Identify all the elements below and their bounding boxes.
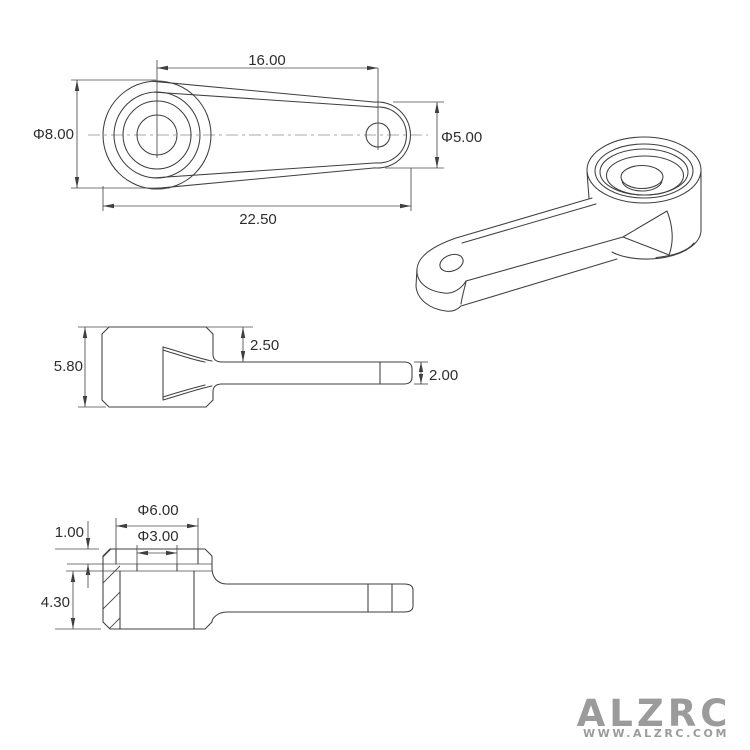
iso-tip-front-wall — [460, 281, 467, 305]
isometric-view — [415, 136, 702, 312]
upper-inner-tangent — [153, 91, 377, 108]
side-web-taper-bottom-inner — [162, 384, 206, 398]
hub-center-hole — [136, 114, 178, 156]
tip-outer-arc — [374, 101, 411, 169]
brand-wordmark: ALZRC — [577, 692, 732, 735]
arrowhead — [82, 327, 88, 338]
arrowhead — [137, 550, 148, 556]
lower-outer-tangent — [151, 167, 376, 190]
dim-center-distance: 16.00 — [248, 52, 286, 69]
side-view: 5.80 2.50 2.00 — [54, 326, 458, 408]
arrowhead — [434, 102, 440, 113]
arrowhead — [434, 157, 440, 168]
arrowhead — [367, 65, 378, 71]
iso-arm-chamfer-edge — [461, 203, 597, 244]
arrowhead — [85, 564, 91, 575]
side-web-taper-bottom — [162, 385, 213, 401]
section-outline — [102, 548, 414, 630]
arrowhead — [103, 203, 114, 209]
iso-arm-upper-edge — [455, 197, 593, 239]
arrowhead — [400, 203, 411, 209]
dim-counterbore-depth: 1.00 — [55, 524, 84, 541]
arrowhead — [116, 523, 127, 529]
iso-hub-rim-outer — [586, 136, 702, 204]
arrowhead — [82, 396, 88, 407]
iso-hub-left-side — [586, 171, 590, 199]
iso-hub-bottom-arc — [611, 230, 702, 260]
section-view: Φ6.00 Φ3.00 1.00 4.30 — [41, 502, 414, 630]
arrowhead — [166, 550, 177, 556]
dim-end-diameter: Φ5.00 — [441, 129, 482, 146]
dim-hub-diameter: Φ8.00 — [33, 126, 74, 143]
brand-website: WWW.ALZRC.COM — [583, 727, 729, 740]
arrowhead — [240, 351, 246, 362]
hub-outer-circle — [102, 80, 212, 190]
hub-counterbore-circle — [122, 100, 192, 170]
arrowhead — [240, 327, 246, 338]
arrowhead — [74, 80, 80, 91]
arrowhead — [418, 374, 424, 384]
side-web-taper-top — [162, 346, 213, 362]
iso-hub-bottom-inner-arc — [655, 242, 695, 259]
top-view: 16.00 22.50 Φ8.00 Φ5.00 — [33, 52, 482, 228]
dim-hub-height: 5.80 — [54, 358, 83, 375]
side-web-taper-top-inner — [162, 349, 206, 363]
arrowhead — [157, 65, 168, 71]
section-hatching — [103, 549, 413, 629]
arrowhead — [418, 362, 424, 372]
iso-hole-depth-arc — [621, 179, 663, 192]
dim-cavity-depth: 4.30 — [41, 594, 70, 611]
upper-outer-tangent — [151, 80, 376, 103]
iso-hub-rim-inner — [594, 143, 694, 199]
dim-arm-thickness: 2.00 — [429, 367, 458, 384]
iso-tip-hole — [439, 253, 464, 273]
dim-hole-diameter: Φ3.00 — [137, 528, 178, 545]
side-outline — [101, 326, 413, 408]
iso-tip-top-arc — [416, 237, 467, 294]
brand-logo: ALZRC WWW.ALZRC.COM — [577, 692, 732, 740]
arrowhead — [70, 618, 76, 629]
iso-center-hole — [620, 164, 664, 190]
arrowhead — [70, 571, 76, 582]
iso-counterbore-floor — [605, 155, 685, 196]
arrowhead — [187, 523, 198, 529]
dim-top-to-arm: 2.50 — [250, 337, 279, 354]
tip-inner-arc — [375, 106, 407, 164]
iso-arm-bottom-edge — [460, 258, 618, 307]
iso-tip-bottom-arc — [415, 285, 462, 312]
iso-tip-left-wall — [415, 268, 418, 287]
arrowhead — [85, 538, 91, 549]
iso-gusset — [622, 210, 673, 256]
dim-counterbore-diameter: Φ6.00 — [137, 502, 178, 519]
iso-arm-lower-edge — [465, 236, 624, 282]
tip-hole — [365, 122, 391, 148]
lower-inner-tangent — [153, 162, 377, 179]
dim-overall-length: 22.50 — [239, 211, 277, 228]
arrowhead — [74, 177, 80, 188]
